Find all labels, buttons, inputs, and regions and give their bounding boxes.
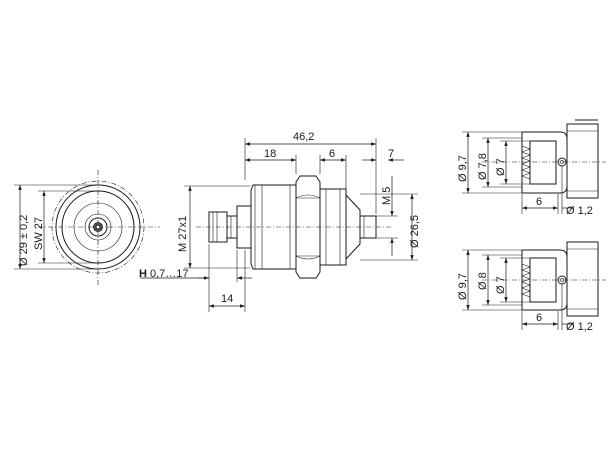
detail-top: Ø 9,7 Ø 7,8 Ø 7 6 Ø 1,2 <box>457 119 606 217</box>
side-view: 46,2 18 6 7 M 27x1 M 5 Ø 26,5 <box>139 131 421 312</box>
top-d3-label: Ø 7 <box>495 158 507 176</box>
length-6-label: 6 <box>329 148 335 160</box>
bottom-d1-label: Ø 9,7 <box>457 273 469 300</box>
bottom-len-label: 6 <box>536 312 542 324</box>
top-wire-label: Ø 1,2 <box>566 205 593 217</box>
bottom-d2-label: Ø 8 <box>477 272 489 290</box>
diameter-26-label: Ø 26,5 <box>409 215 421 248</box>
m5-label: M 5 <box>381 187 393 205</box>
front-view: Ø 29 ± 0,2 SW 27 <box>14 170 160 286</box>
top-d2-label: Ø 7,8 <box>477 153 489 180</box>
thread-label: M 27x1 <box>177 216 189 252</box>
length-14-label: 14 <box>221 293 233 305</box>
front-sw-label: SW 27 <box>33 217 45 250</box>
bottom-wire-label: Ø 1,2 <box>566 321 593 333</box>
length-18-label: 18 <box>264 148 276 160</box>
overall-length-label: 46,2 <box>293 131 314 143</box>
h-prefix-label: H <box>139 268 147 280</box>
h-range-label: 0,7…17 <box>150 268 189 280</box>
front-diameter-label: Ø 29 ± 0,2 <box>18 215 30 266</box>
length-7-label: 7 <box>388 148 394 160</box>
top-d1-label: Ø 9,7 <box>457 155 469 182</box>
bottom-d3-label: Ø 7 <box>495 276 507 294</box>
detail-bottom: Ø 9,7 Ø 8 Ø 7 6 Ø 1,2 <box>457 241 606 333</box>
top-len-label: 6 <box>536 196 542 208</box>
